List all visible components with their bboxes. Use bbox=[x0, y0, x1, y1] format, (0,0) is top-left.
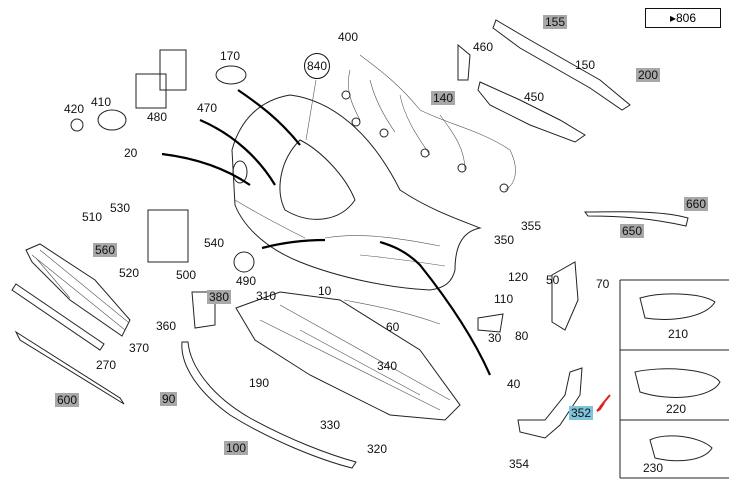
label-part-340[interactable]: 340 bbox=[377, 359, 398, 373]
label-part-60[interactable]: 60 bbox=[386, 320, 400, 334]
label-part-500[interactable]: 500 bbox=[176, 268, 197, 282]
label-part-420[interactable]: 420 bbox=[64, 102, 85, 116]
bumper-cover bbox=[231, 94, 482, 291]
label-part-40[interactable]: 40 bbox=[507, 377, 521, 391]
inset-parts bbox=[634, 293, 721, 462]
label-part-200[interactable]: 200 bbox=[636, 68, 661, 82]
label-part-100[interactable]: 100 bbox=[224, 441, 249, 455]
label-part-490[interactable]: 490 bbox=[236, 274, 257, 288]
label-part-460[interactable]: 460 bbox=[473, 40, 494, 54]
bracket-352 bbox=[517, 261, 583, 439]
label-part-352[interactable]: 352 bbox=[569, 406, 594, 420]
label-part-480[interactable]: 480 bbox=[147, 110, 168, 124]
spoiler-lip bbox=[181, 341, 357, 469]
lower-grille bbox=[11, 243, 131, 405]
label-part-120[interactable]: 120 bbox=[508, 270, 529, 284]
wiring-harness bbox=[341, 54, 516, 193]
label-part-650[interactable]: 650 bbox=[620, 224, 645, 238]
label-part-370[interactable]: 370 bbox=[129, 341, 150, 355]
reference-box[interactable]: ▸806 bbox=[645, 8, 721, 28]
pointer-arrow bbox=[596, 394, 611, 412]
label-part-90[interactable]: 90 bbox=[160, 392, 178, 406]
label-part-350[interactable]: 350 bbox=[494, 233, 515, 247]
label-part-470[interactable]: 470 bbox=[197, 101, 218, 115]
label-part-10[interactable]: 10 bbox=[318, 284, 332, 298]
label-part-210[interactable]: 210 bbox=[668, 327, 689, 341]
upper-grille-bars bbox=[477, 19, 631, 143]
label-part-230[interactable]: 230 bbox=[643, 461, 664, 475]
label-part-354[interactable]: 354 bbox=[509, 457, 530, 471]
label-part-30[interactable]: 30 bbox=[488, 331, 502, 345]
label-part-110[interactable]: 110 bbox=[494, 292, 514, 306]
label-part-400[interactable]: 400 bbox=[338, 30, 359, 44]
label-part-320[interactable]: 320 bbox=[367, 442, 388, 456]
label-part-220[interactable]: 220 bbox=[666, 402, 687, 416]
label-part-520[interactable]: 520 bbox=[119, 266, 140, 280]
underbody-panel bbox=[235, 291, 461, 421]
label-part-330[interactable]: 330 bbox=[320, 418, 341, 432]
label-part-190[interactable]: 190 bbox=[249, 376, 270, 390]
label-part-70[interactable]: 70 bbox=[596, 277, 610, 291]
detail-panels bbox=[619, 279, 729, 479]
label-part-600[interactable]: 600 bbox=[55, 393, 80, 407]
label-part-660[interactable]: 660 bbox=[684, 197, 709, 211]
label-part-355[interactable]: 355 bbox=[521, 219, 542, 233]
leader-lines bbox=[161, 79, 492, 376]
label-part-150[interactable]: 150 bbox=[575, 58, 596, 72]
label-part-80[interactable]: 80 bbox=[515, 329, 529, 343]
label-part-560[interactable]: 560 bbox=[93, 243, 118, 257]
label-part-360[interactable]: 360 bbox=[156, 319, 177, 333]
label-part-50[interactable]: 50 bbox=[546, 273, 560, 287]
small-parts bbox=[70, 43, 689, 333]
label-part-410[interactable]: 410 bbox=[91, 95, 112, 109]
reference-arrow-icon: ▸ bbox=[669, 11, 676, 25]
label-part-170[interactable]: 170 bbox=[220, 49, 241, 63]
label-part-270[interactable]: 270 bbox=[96, 358, 117, 372]
label-part-140[interactable]: 140 bbox=[431, 91, 456, 105]
label-part-530[interactable]: 530 bbox=[110, 201, 131, 215]
label-part-155[interactable]: 155 bbox=[543, 15, 568, 29]
label-part-20[interactable]: 20 bbox=[124, 146, 138, 160]
label-part-840[interactable]: 840 bbox=[304, 53, 330, 79]
label-part-540[interactable]: 540 bbox=[204, 236, 225, 250]
label-part-380[interactable]: 380 bbox=[207, 290, 232, 304]
label-part-450[interactable]: 450 bbox=[524, 90, 545, 104]
label-part-310[interactable]: 310 bbox=[256, 289, 277, 303]
label-part-510[interactable]: 510 bbox=[82, 210, 103, 224]
reference-text: 806 bbox=[676, 11, 697, 25]
